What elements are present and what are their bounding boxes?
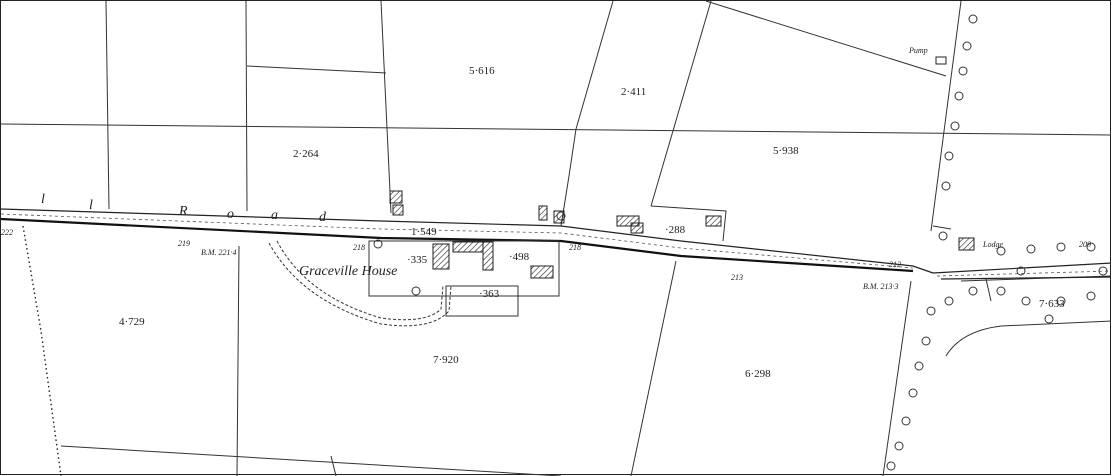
road-letter-6: d <box>319 210 327 225</box>
area-498: ·498 <box>509 251 530 263</box>
bench-mark-west: B.M. 221·4 <box>201 248 237 257</box>
house-name-label: Graceville House <box>299 264 397 279</box>
spot-height-213: 213 <box>731 273 743 282</box>
lodge-label: Lodge <box>982 240 1003 249</box>
road-letter-2: l <box>89 198 93 213</box>
road-letter-3: R <box>178 204 188 219</box>
buildings <box>389 56 975 279</box>
area-288: ·288 <box>665 224 686 236</box>
spot-height-219: 219 <box>178 239 190 248</box>
area-1549: 1·549 <box>411 226 437 238</box>
area-2411: 2·411 <box>621 86 646 98</box>
area-2264: 2·264 <box>293 148 319 160</box>
road-letter-4: o <box>227 207 234 222</box>
area-5938: 5·938 <box>773 145 799 157</box>
area-363: ·363 <box>479 288 500 300</box>
map-labels: l l R o a d Graceville House Pump Lodge … <box>1 46 1091 380</box>
road <box>1 208 1111 280</box>
spot-height-218a: 218 <box>353 243 365 252</box>
house-grounds <box>368 240 560 317</box>
spot-height-209: 209 <box>1079 240 1091 249</box>
spot-height-222: 222 <box>1 228 13 237</box>
area-6298: 6·298 <box>745 368 771 380</box>
road-letter-5: a <box>271 208 278 223</box>
area-7920: 7·920 <box>433 354 459 366</box>
pump-label: Pump <box>908 46 928 55</box>
area-4729: 4·729 <box>119 316 145 328</box>
area-7633: 7·633 <box>1039 298 1065 310</box>
spot-height-218b: 218 <box>569 243 581 252</box>
trees <box>373 14 1108 471</box>
avenue-path <box>268 240 452 327</box>
spot-height-212: 212 <box>889 260 901 269</box>
road-letter-1: l <box>41 192 45 207</box>
area-335: ·335 <box>407 254 428 266</box>
area-5616: 5·616 <box>469 65 495 77</box>
parish-boundary <box>22 225 62 476</box>
bench-mark-east: B.M. 213·3 <box>863 282 899 291</box>
